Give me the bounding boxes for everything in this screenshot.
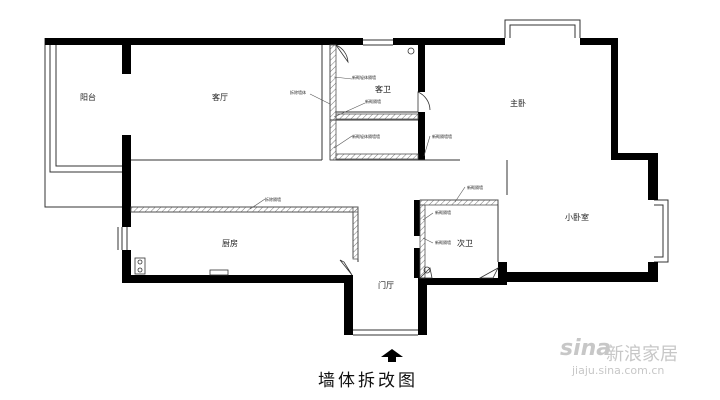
leader-lines — [249, 76, 466, 244]
drawing-title: 墙体拆改图 — [318, 371, 418, 391]
label-foyer: 门厅 — [378, 280, 394, 290]
hatch-kitchen-right — [352, 206, 359, 260]
hatch-bath2-top — [419, 199, 499, 206]
label-small-bedroom: 小卧室 — [565, 212, 589, 222]
wall-kitchen-bottom — [122, 275, 344, 283]
wall-foyer-right — [418, 282, 427, 335]
label-balcony: 阳台 — [80, 92, 96, 102]
burner-2 — [137, 267, 143, 273]
hatch-kitchen-top — [130, 206, 359, 213]
kitchen-sink — [209, 269, 229, 276]
watermark-brand: 新浪家居 — [606, 344, 678, 365]
note-bath2-mid: 新砌隔墙 — [435, 209, 451, 215]
note-guest-top: 新砌轻体隔墙 — [352, 74, 376, 80]
hatched-walls — [130, 44, 499, 279]
wall-master-left — [418, 38, 425, 92]
balcony-outline — [44, 38, 122, 208]
door-guest-bath — [335, 44, 349, 64]
wall-right-upper — [611, 38, 618, 160]
hatch-guest-mid — [335, 113, 419, 120]
door-kitchen — [339, 259, 353, 276]
label-guest-bath: 客卫 — [375, 84, 391, 94]
wall-top-mid — [393, 38, 505, 45]
wall-small-bed-bottom — [507, 272, 658, 282]
label-master-bedroom: 主卧 — [510, 98, 526, 108]
wall-kitchen-left — [122, 250, 131, 282]
note-kitchen: 拆除隔墙 — [265, 196, 281, 202]
label-living-room: 客厅 — [212, 92, 228, 102]
kitchen-stove — [134, 257, 146, 275]
entrance-arrow-icon — [381, 349, 403, 362]
wall-right-lower-a — [648, 153, 658, 200]
door-bath2-left — [419, 267, 433, 279]
hatch-guest-bottom — [335, 153, 419, 160]
watermark: sina 新浪家居 jiaju.sina.com.cn — [560, 334, 710, 384]
burner-1 — [137, 259, 143, 265]
small-bay-window — [654, 199, 669, 263]
wall-living-left-top — [122, 38, 131, 74]
wall-master-left-lower — [418, 112, 425, 160]
bath2-toilet — [423, 266, 431, 274]
wall-bath2-left — [414, 200, 420, 236]
wall-living-left-mid — [122, 135, 131, 227]
guest-toilet — [407, 47, 415, 55]
note-bath2-bottom: 新砌隔墙 — [435, 239, 451, 245]
note-living-wall: 拆除墙体 — [290, 89, 306, 95]
note-guest-mid: 新砌隔墙 — [365, 98, 381, 104]
wall-bath2-right — [498, 262, 507, 285]
wall-top-right — [580, 38, 618, 45]
door-swings — [335, 44, 499, 279]
wall-bath2-bottom — [418, 278, 498, 285]
hatch-bath2-left — [419, 204, 426, 279]
master-bay-window — [504, 19, 581, 38]
wall-step-top — [611, 153, 658, 160]
hatch-guest-left — [329, 44, 337, 161]
note-guest-bottom: 新砌轻体隔墙墙 — [352, 133, 380, 139]
note-bath2-top: 新砌隔墙 — [467, 184, 483, 190]
annotations: 拆除墙体 新砌轻体隔墙 新砌隔墙 新砌轻体隔墙墙 新砌隔墙墙 拆除隔墙 新砌隔墙… — [265, 74, 483, 245]
fixtures — [134, 47, 431, 276]
label-kitchen: 厨房 — [222, 238, 238, 248]
sina-logo-icon: sina — [560, 336, 612, 361]
note-master: 新砌隔墙墙 — [432, 133, 452, 139]
door-master — [417, 91, 431, 112]
door-bath2 — [478, 267, 499, 279]
partitions — [131, 39, 508, 336]
kitchen-window — [117, 227, 128, 250]
room-labels: 阳台 客厅 客卫 主卧 厨房 门厅 次卫 小卧室 — [80, 84, 589, 290]
watermark-url: jiaju.sina.com.cn — [572, 364, 665, 377]
label-second-bath: 次卫 — [457, 238, 473, 248]
walls — [45, 38, 658, 335]
wall-top-left — [45, 38, 363, 45]
wall-bath2-left-low — [414, 248, 420, 278]
wall-foyer-left — [344, 275, 353, 335]
